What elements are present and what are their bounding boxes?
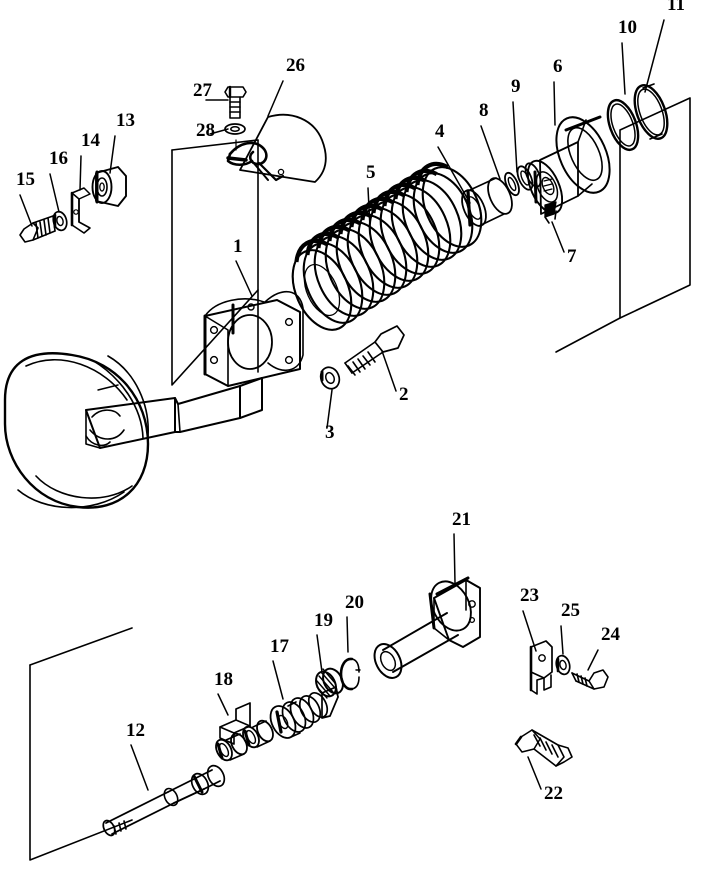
callout-label-16: 16 <box>49 148 68 169</box>
callout-leader-lines <box>19 19 665 791</box>
part-6-recoil-cylinder <box>526 115 611 215</box>
part-23-clamp-bracket <box>529 640 553 695</box>
part-27-hex-bolt-small <box>224 85 247 119</box>
callout-leader-13 <box>109 135 116 174</box>
part-16-plain-washer <box>52 210 68 232</box>
callout-label-22: 22 <box>544 783 563 804</box>
part-18-spacer-block <box>215 702 274 762</box>
part-20-snap-ring <box>339 657 361 691</box>
callout-leader-19 <box>316 634 323 673</box>
callout-leader-28 <box>209 128 229 135</box>
callout-leader-2 <box>381 350 397 392</box>
callout-number-labels: 1234567891011121314151617181920212223242… <box>16 0 685 804</box>
callout-leader-6 <box>553 81 556 126</box>
callout-label-10: 10 <box>618 17 637 38</box>
part-10-o-ring-large <box>606 98 640 152</box>
callout-label-14: 14 <box>81 130 101 151</box>
callout-leader-10 <box>621 42 626 95</box>
callout-label-1: 1 <box>233 236 243 257</box>
callout-leader-4 <box>437 146 471 204</box>
callout-label-12: 12 <box>126 720 145 741</box>
callout-leader-9 <box>512 101 518 173</box>
callout-label-21: 21 <box>452 509 471 530</box>
callout-label-8: 8 <box>479 100 489 121</box>
callout-leader-20 <box>346 616 349 653</box>
callout-label-11: 11 <box>667 0 685 15</box>
part-11-seal-ring <box>633 83 669 140</box>
callout-leader-22 <box>527 756 542 790</box>
reference-plane-upper-right <box>555 97 691 353</box>
part-5-recoil-spring <box>291 161 483 331</box>
part-17-grease-valve-body <box>269 686 339 739</box>
part-15-cap-screw <box>19 215 56 243</box>
part-21-yoke-housing <box>373 576 481 679</box>
callout-label-9: 9 <box>511 76 521 97</box>
callout-leader-14 <box>79 155 82 191</box>
callout-leader-24 <box>587 649 599 671</box>
part-12-adjuster-rod <box>102 764 226 837</box>
callout-label-17: 17 <box>270 636 290 657</box>
callout-leader-16 <box>49 173 60 213</box>
part-3-lock-washer <box>319 366 341 390</box>
callout-label-4: 4 <box>435 121 445 142</box>
part-22-lubrication-valve <box>514 729 573 767</box>
part-25-flat-washer <box>555 654 571 676</box>
callout-label-7: 7 <box>567 246 577 267</box>
part-13-grease-fitting-nut <box>91 166 127 207</box>
callout-label-2: 2 <box>399 384 409 405</box>
callout-leader-1 <box>235 260 253 297</box>
reference-plane-lower <box>29 627 133 861</box>
callout-leader-15 <box>19 194 33 227</box>
callout-leader-7 <box>551 221 565 253</box>
part-7-set-screw-plug <box>544 201 557 224</box>
callout-label-25: 25 <box>561 600 580 621</box>
callout-leader-21 <box>453 533 456 584</box>
callout-label-15: 15 <box>16 169 35 190</box>
callout-leader-8 <box>480 125 501 180</box>
callout-leader-11 <box>644 19 665 93</box>
callout-label-3: 3 <box>325 422 335 443</box>
callout-label-24: 24 <box>601 624 621 645</box>
part-8-backup-ring <box>504 171 520 197</box>
callout-leader-3 <box>326 389 333 429</box>
callout-label-6: 6 <box>553 56 563 77</box>
idler-wheel-assembly <box>3 352 263 509</box>
callout-label-18: 18 <box>214 669 233 690</box>
callout-leader-26 <box>267 80 284 117</box>
callout-leader-5 <box>367 187 371 229</box>
callout-label-19: 19 <box>314 610 333 631</box>
callout-label-20: 20 <box>345 592 364 613</box>
part-28-washer-small <box>224 123 246 135</box>
callout-leader-12 <box>130 744 149 791</box>
callout-label-28: 28 <box>196 120 215 141</box>
callout-label-27: 27 <box>193 80 213 101</box>
callout-leader-18 <box>217 693 229 716</box>
callout-label-13: 13 <box>116 110 135 131</box>
part-2-hex-head-bolt <box>344 325 405 376</box>
callout-leader-23 <box>522 610 537 652</box>
callout-label-26: 26 <box>286 55 305 76</box>
callout-leader-25 <box>560 625 564 655</box>
part-1-idler-support-bracket <box>203 291 304 387</box>
callout-label-5: 5 <box>366 162 376 183</box>
part-4-spring-seat-sleeve <box>461 177 513 227</box>
callout-label-23: 23 <box>520 585 539 606</box>
callout-leader-17 <box>272 660 284 700</box>
part-24-hex-bolt <box>571 669 609 690</box>
part-26-guard-plate <box>226 113 327 183</box>
